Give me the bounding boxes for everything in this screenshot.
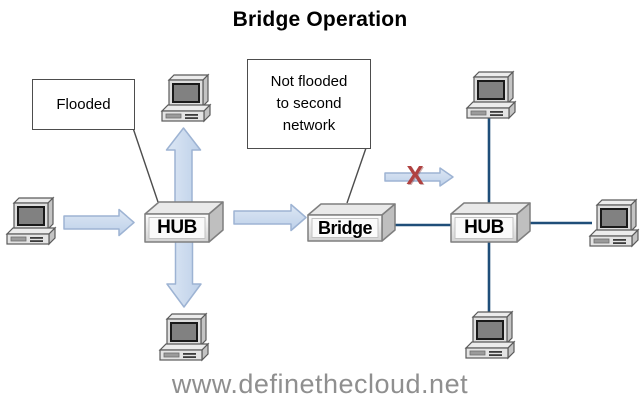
computer-icon-left [3, 196, 59, 246]
callout-tails [132, 127, 367, 204]
bridge-label: Bridge [317, 217, 373, 238]
callout-flooded: Flooded [32, 79, 135, 130]
arrow-hub-to-bridge [233, 203, 307, 232]
computer-icon-bottom-center [156, 312, 212, 362]
page-title: Bridge Operation [232, 8, 408, 31]
hub2-box [450, 202, 531, 243]
blocked-arrow [384, 167, 454, 187]
bridge-box [307, 203, 396, 242]
callout-flooded-text: Flooded [56, 95, 111, 113]
computer-icon-right-middle [586, 198, 640, 248]
computer-icon-top-right [463, 70, 519, 120]
flow-arrows [63, 127, 454, 308]
arrow-pc-to-hub [63, 208, 135, 237]
callout-not-flooded: Not flooded to second network [247, 59, 371, 149]
flood-arrow-down [166, 240, 202, 308]
flooded-callout-tail [132, 127, 159, 203]
device-boxes [144, 201, 531, 243]
computer-icon-top-center [158, 73, 214, 123]
hub1-box [144, 201, 224, 243]
watermark: www.definethecloud.net [171, 369, 469, 399]
flood-arrow-up [165, 127, 202, 215]
not-flooded-callout-tail [346, 147, 367, 204]
hub2-label: HUB [464, 217, 504, 238]
hub1-label: HUB [157, 217, 197, 238]
computer-icon-bottom-right [462, 310, 518, 360]
callout-not-flooded-line2: to second [276, 95, 342, 112]
blocked-x-marker: X [406, 159, 424, 190]
callout-not-flooded-line1: Not flooded [270, 73, 348, 90]
callout-not-flooded-line3: network [282, 117, 336, 134]
